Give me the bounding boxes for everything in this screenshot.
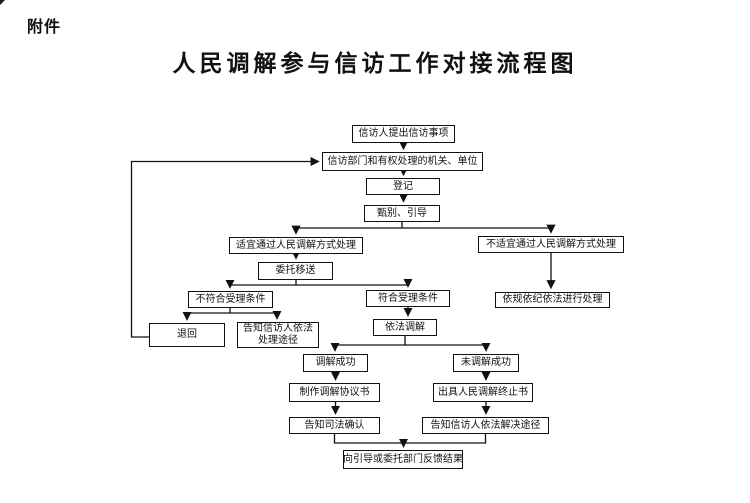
node-issue-termination: 出具人民调解终止书 [433,383,533,402]
node-mediation-success: 调解成功 [303,354,368,372]
node-judicial-confirm: 告知司法确认 [289,417,380,434]
node-unsuitable: 不适宜通过人民调解方式处理 [478,236,624,253]
node-meet: 符合受理条件 [366,290,450,307]
node-feedback-result: 向引导或委托部门反馈结果 [343,450,463,469]
node-mediate-by-law: 依法调解 [373,319,437,336]
node-handle-by-law: 依规依纪依法进行处理 [495,292,610,308]
node-suitable: 适宜通过人民调解方式处理 [229,237,363,254]
node-entrust-transfer: 委托移送 [258,262,333,280]
node-mediation-fail: 未调解成功 [453,354,519,372]
node-register: 登记 [366,178,440,195]
node-authority: 信访部门和有权处理的机关、单位 [322,152,483,171]
node-return: 退回 [149,323,225,347]
scan-corner-artifact [0,0,5,5]
node-petition-submit: 信访人提出信访事项 [352,125,455,143]
node-make-agreement: 制作调解协议书 [289,383,380,402]
page-title: 人民调解参与信访工作对接流程图 [172,50,578,77]
attachment-label: 附件 [27,17,62,36]
node-inform-resolution: 告知信访人依法解决途径 [422,417,549,434]
node-screen-guide: 甄别、引导 [364,205,440,222]
node-not-meet: 不符合受理条件 [188,291,273,308]
node-inform-channels: 告知信访人依法处理途径 [237,322,319,348]
